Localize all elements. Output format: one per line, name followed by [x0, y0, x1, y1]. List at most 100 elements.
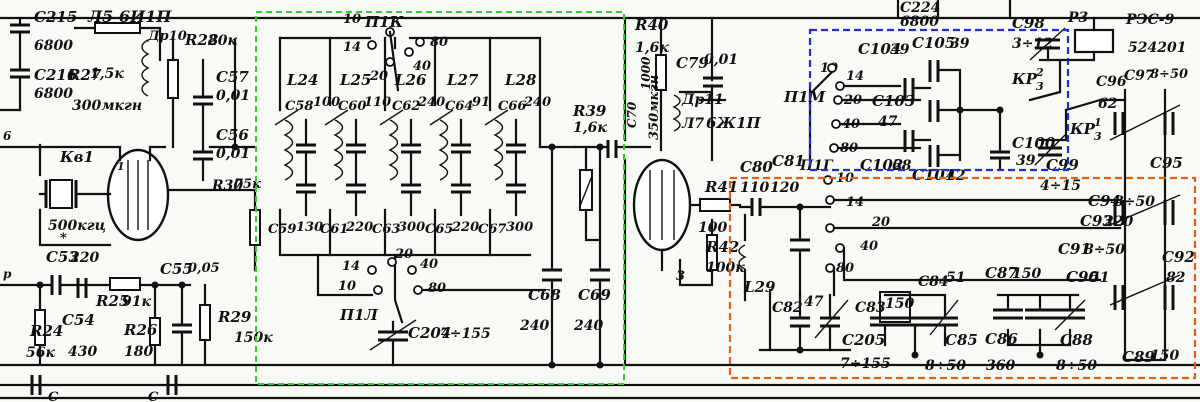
switch-pos-10-top: 10 — [343, 12, 361, 27]
switch-pos-40-top: 40 — [413, 59, 431, 74]
c62-label: C62 — [392, 99, 420, 114]
c60-value: 110 — [364, 95, 391, 110]
c101-value: 42 — [946, 168, 966, 184]
r42-resistor — [706, 234, 718, 271]
bottom-cap-label-1: C — [48, 390, 59, 402]
c56-value: 0,01 — [216, 146, 250, 162]
c104-label: C104 — [858, 40, 901, 58]
orange-highlight-box — [728, 176, 1197, 380]
l27-label: L27 — [446, 71, 479, 89]
c63-value: 300 — [398, 220, 425, 235]
r41-resistor — [699, 198, 731, 212]
c104-value: 39 — [890, 42, 910, 58]
c68-value: 240 — [519, 318, 549, 334]
c90-label: C90 — [1066, 268, 1099, 286]
c87-value: 150 — [1012, 266, 1041, 282]
c53-value: 220 — [69, 250, 99, 266]
r25-resistor — [109, 277, 141, 291]
blue-highlight-box — [808, 28, 1070, 172]
coil-l26-group — [379, 109, 421, 257]
c69-value: 240 — [573, 318, 603, 334]
c98-label: C98 — [1012, 14, 1045, 32]
b1-pin: 1 — [117, 160, 125, 173]
c88-value: 8÷50 — [1056, 358, 1097, 374]
tube-l7-section: R40 1,6к C79 0,01 350мкгн Др11 Л7 6Ж1П R… — [632, 16, 762, 287]
c58-value: 100 — [313, 95, 340, 110]
c205-value: 7÷155 — [840, 356, 891, 372]
c94-value: 8÷50 — [1114, 194, 1155, 210]
c61-label: C61 — [320, 222, 348, 237]
switch-pos-14-bottom: 14 — [342, 259, 360, 274]
c63-label: C63 — [372, 222, 400, 237]
dr10-value: 300мкгн — [72, 98, 142, 114]
c53-label: C53 — [46, 248, 79, 266]
r41-value: 100 — [698, 220, 727, 236]
switch-pos-40-bottom: 40 — [420, 257, 438, 272]
c53-star: * — [60, 231, 67, 246]
c58-label: C58 — [285, 99, 313, 114]
c224-label: C224 — [900, 0, 940, 16]
c204-label: C204 — [408, 324, 451, 342]
c81-value: 120 — [770, 180, 799, 196]
c97-value: 8÷50 — [1150, 67, 1188, 82]
junction-dots — [36, 106, 1044, 369]
dr11-label: Др11 — [681, 92, 724, 108]
c99-value: 4÷15 — [1040, 178, 1081, 194]
r40-value: 1,6к — [635, 40, 669, 56]
pin3-label: 3 — [676, 269, 685, 284]
p3-label: P3 — [1067, 10, 1089, 26]
coil-l28-group — [484, 109, 526, 257]
c59-value: 130 — [296, 220, 323, 235]
kp31-sup: 1 — [1094, 116, 1102, 129]
c69-label: C69 — [578, 286, 611, 304]
c105-value: 39 — [950, 36, 970, 52]
r25-value: 91к — [122, 294, 151, 310]
c54-value: 430 — [68, 344, 97, 360]
c92-label: C92 — [1162, 248, 1195, 266]
r24-label: R24 — [29, 322, 63, 340]
c105-label: C105 — [912, 34, 955, 52]
kp31-label: КР — [1069, 120, 1096, 138]
c96-value: 62 — [1098, 96, 1118, 112]
switch-pos-20-bottom: 20 — [394, 247, 413, 262]
r25-label: R25 — [95, 292, 129, 310]
p1g-pos14: 14 — [846, 195, 864, 210]
c204-value: 7÷155 — [440, 326, 491, 342]
r41-label: R41 — [704, 178, 738, 196]
c83-label: C83 — [855, 300, 886, 316]
p1g-label: П1Г — [799, 158, 834, 174]
c215-label: C215 — [34, 8, 77, 26]
r30-value: 75к — [234, 177, 261, 192]
c85-value: 8÷50 — [925, 358, 966, 374]
kv1-value: 500кгц — [48, 218, 106, 234]
c59-label: C59 — [268, 222, 296, 237]
relay-type: РЭС-9 — [1125, 12, 1175, 28]
c93-value: 220 — [1103, 214, 1133, 230]
l29-label: L29 — [743, 278, 776, 296]
kv1-label: Кв1 — [59, 148, 94, 166]
left-input-section: C215 6800 C216 6800 Л5 6И1П R27 1,5к 300… — [0, 7, 273, 402]
c86-value: 360 — [986, 358, 1015, 374]
bottom-cap-label-2: C — [148, 390, 159, 402]
l29-coil — [738, 244, 747, 270]
p1m-pos14: 14 — [846, 69, 864, 84]
dr10-choke — [141, 39, 150, 97]
c82-value: 47 — [804, 294, 824, 310]
c82-label: C82 — [772, 300, 803, 316]
c87-label: C87 — [985, 264, 1018, 282]
r26-resistor — [149, 317, 161, 346]
c84-label: C84 — [918, 274, 949, 290]
c216-value: 6800 — [34, 86, 73, 102]
c97-label: C97 — [1124, 68, 1155, 84]
r42-label: R42 — [705, 238, 739, 256]
p1g-pos20: 20 — [871, 215, 890, 230]
coil-l24-group — [274, 109, 532, 257]
c56-label: C56 — [216, 126, 249, 144]
p1m-section: П1М 10 14 20 40 80 C104 39 C105 39 C103 … — [783, 14, 1081, 194]
p1g-pos40: 40 — [860, 239, 878, 254]
green-highlight-box — [255, 11, 625, 385]
c94-label: C94 — [1088, 192, 1121, 210]
c216-label: C216 — [34, 66, 78, 84]
c215-value: 6800 — [34, 38, 73, 54]
